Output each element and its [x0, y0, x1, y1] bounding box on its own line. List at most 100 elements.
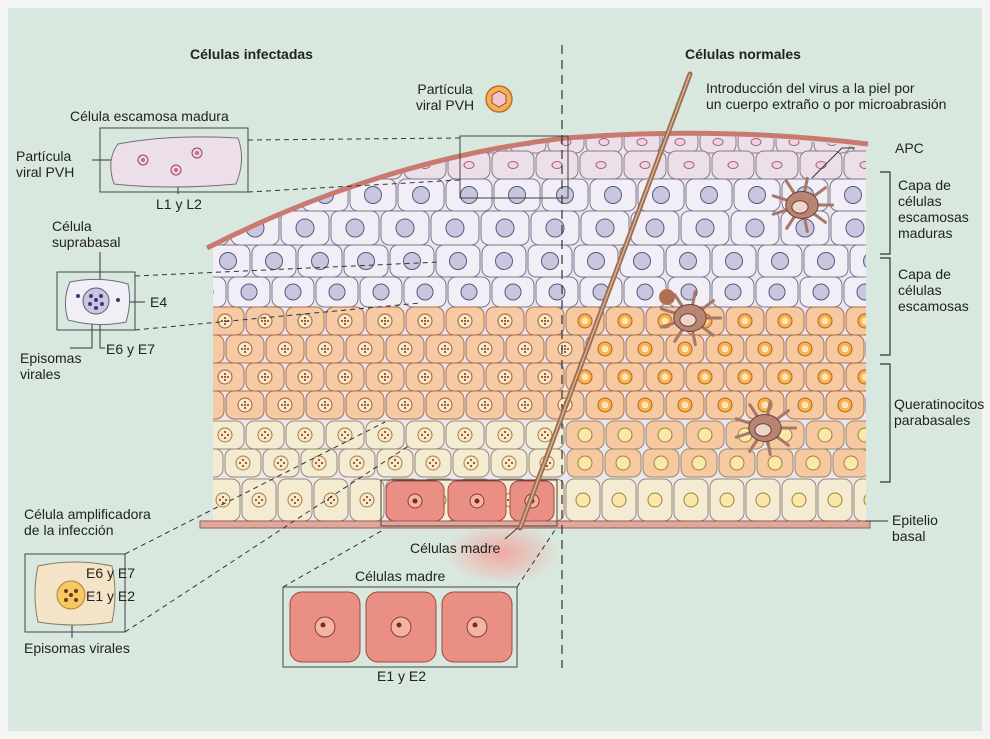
epithelial-cell: [344, 245, 388, 277]
epithelial-cell: [846, 421, 884, 449]
epithelial-cell: [406, 421, 444, 449]
label-layer-mature: Capa decélulasescamosasmaduras: [898, 177, 969, 241]
epithelial-cell: [844, 277, 886, 307]
epithelial-cell: [326, 307, 364, 335]
epithelial-cell: [404, 277, 446, 307]
epithelial-cell: [542, 179, 588, 211]
epithelial-cell: [446, 421, 484, 449]
epithelial-cell: [506, 391, 544, 419]
epithelial-cell: [786, 391, 824, 419]
epithelial-cell: [482, 245, 526, 277]
epithelial-cell: [806, 363, 844, 391]
epithelial-cell: [431, 211, 479, 245]
epithelial-cell: [528, 245, 572, 277]
epithelial-cell: [466, 391, 504, 419]
epithelial-cell: [666, 335, 704, 363]
epithelial-cell: [710, 479, 744, 521]
epithelial-cell: [706, 335, 744, 363]
epithelial-cell: [486, 421, 524, 449]
epithelial-cell: [491, 449, 527, 477]
epithelial-cell: [242, 479, 276, 521]
stem-cell-large: [290, 592, 360, 662]
epithelial-cell: [246, 363, 284, 391]
inset-stem-cells: [283, 587, 517, 667]
epithelial-cell: [580, 151, 622, 179]
epithelial-cell: [726, 363, 764, 391]
epithelial-cell: [548, 131, 584, 153]
epithelial-cell: [366, 421, 404, 449]
epithelial-cell: [666, 245, 710, 277]
epithelial-cell: [602, 479, 636, 521]
stem-cell-large: [366, 592, 436, 662]
epithelial-cell: [866, 335, 904, 363]
epithelial-cell: [833, 449, 869, 477]
epithelial-cell: [358, 131, 394, 153]
epithelial-cell: [266, 335, 304, 363]
epithelial-cell: [586, 391, 624, 419]
epithelial-cell: [712, 277, 754, 307]
epithelial-cell: [686, 421, 724, 449]
epithelial-cell: [426, 335, 464, 363]
epithelial-cell: [415, 449, 451, 477]
epithelial-cell: [800, 151, 842, 179]
epithelial-cell: [726, 307, 764, 335]
epithelial-cell: [446, 363, 484, 391]
epithelial-cell: [580, 277, 622, 307]
epithelial-cell: [626, 391, 664, 419]
epithelial-cell: [846, 363, 884, 391]
epithelial-cell: [782, 479, 816, 521]
epithelial-cell: [184, 277, 226, 307]
epithelial-cell: [486, 363, 524, 391]
epithelial-cell: [366, 363, 404, 391]
epithelial-cell: [719, 449, 755, 477]
epithelial-cell: [381, 211, 429, 245]
epithelial-cell: [263, 449, 299, 477]
epithelial-cell: [244, 131, 280, 153]
epithelial-cell: [246, 421, 284, 449]
epithelial-cell: [252, 245, 296, 277]
epithelial-cell: [830, 179, 876, 211]
epithelial-cell: [225, 449, 261, 477]
epithelial-cell: [246, 307, 284, 335]
stem-cell: [448, 481, 506, 521]
epithelial-cell: [706, 391, 744, 419]
epithelial-cell: [786, 335, 824, 363]
label-e4: E4: [150, 294, 167, 310]
epithelial-cell: [766, 363, 804, 391]
epithelial-cell: [668, 277, 710, 307]
epithelial-cell: [536, 151, 578, 179]
epithelial-cell: [766, 307, 804, 335]
epithelial-cell: [804, 245, 848, 277]
epithelial-cell: [546, 335, 584, 363]
epithelial-cell: [581, 211, 629, 245]
epithelial-cell: [666, 391, 704, 419]
label-stem-cells-b: Células madre: [355, 568, 445, 584]
heading-infected: Células infectadas: [190, 46, 313, 62]
epithelial-cell: [536, 277, 578, 307]
layer-brackets: [880, 172, 890, 482]
epithelial-cell: [272, 151, 314, 179]
epithelial-cell: [846, 307, 884, 335]
epithelial-cell: [386, 391, 424, 419]
epithelial-cell: [398, 179, 444, 211]
heading-normal: Células normales: [685, 46, 801, 62]
epithelial-cell: [396, 131, 432, 153]
epithelial-cell: [494, 179, 540, 211]
epithelial-cell: [390, 245, 434, 277]
epithelial-cell: [526, 363, 564, 391]
label-amplifying: Célula amplificadorade la infección: [24, 506, 151, 538]
label-e6-e7-b: E6 y E7: [86, 565, 135, 581]
epithelial-cell: [646, 363, 684, 391]
epithelial-cell: [674, 479, 708, 521]
epithelial-cell: [757, 449, 793, 477]
epithelial-cell: [298, 245, 342, 277]
label-stem-cells-a: Células madre: [410, 540, 500, 556]
epithelial-cell: [186, 335, 224, 363]
epithelial-cell: [638, 479, 672, 521]
epithelial-cell: [681, 449, 717, 477]
epithelial-cell: [492, 151, 534, 179]
epithelial-cell: [756, 277, 798, 307]
label-apc: APC: [895, 140, 924, 156]
epithelial-cell: [314, 479, 348, 521]
